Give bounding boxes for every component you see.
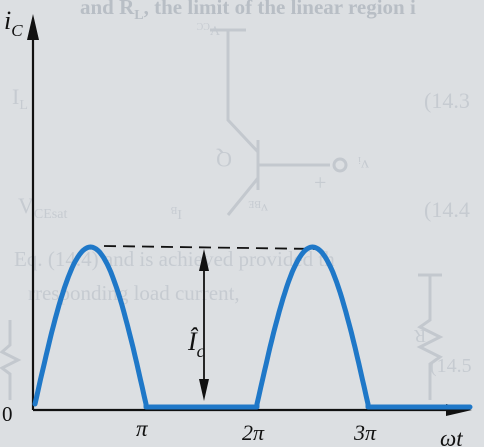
peak-current-label: Îc	[187, 327, 205, 361]
bleed-sym-vbe: vBE	[248, 198, 268, 215]
bleed-line-1: and RL, the limit of the linear region i	[80, 0, 416, 23]
tick-label-pi: π	[136, 416, 149, 441]
bleed-sym-plus: +	[314, 170, 326, 195]
peak-arrow-head-bottom	[199, 379, 209, 401]
bleed-sym-r: R	[414, 326, 426, 346]
peak-dashed-line	[103, 245, 319, 250]
collector-current-waveform	[32, 244, 473, 410]
bleed-eq-1: (14.3	[424, 88, 470, 113]
bleed-through-layer: and RL, the limit of the linear region i…	[0, 0, 472, 400]
peak-amplitude-arrow	[199, 249, 209, 401]
bleed-left-element	[0, 320, 22, 400]
tick-label-2pi: 2π	[242, 420, 265, 445]
peak-arrow-head-top	[199, 249, 209, 271]
bleed-sym-vce: VCEsat	[18, 193, 67, 222]
bleed-eq-2: (14.4	[424, 197, 470, 222]
y-axis-arrowhead	[27, 14, 39, 40]
bleed-eq-3: (14.5	[430, 355, 472, 377]
origin-label: 0	[2, 402, 13, 426]
bleed-sym-vi: vi	[358, 154, 369, 173]
bleed-transistor-body	[226, 60, 260, 216]
bleed-supply-line	[210, 28, 246, 60]
tick-label-3pi: 3π	[353, 420, 377, 445]
bleed-sym-q: Q	[216, 147, 232, 172]
axes	[27, 14, 472, 416]
y-axis-label: iC	[4, 6, 23, 40]
bleed-line-2: Eq. (14.4) and is achieved provided th	[14, 247, 335, 271]
bleed-sym-il: IL	[12, 84, 28, 113]
bleed-sym-ib: IB	[170, 204, 182, 221]
x-axis-label: ωt	[440, 426, 463, 447]
bleed-input-terminal	[332, 157, 348, 173]
bleed-resistor	[416, 275, 444, 400]
